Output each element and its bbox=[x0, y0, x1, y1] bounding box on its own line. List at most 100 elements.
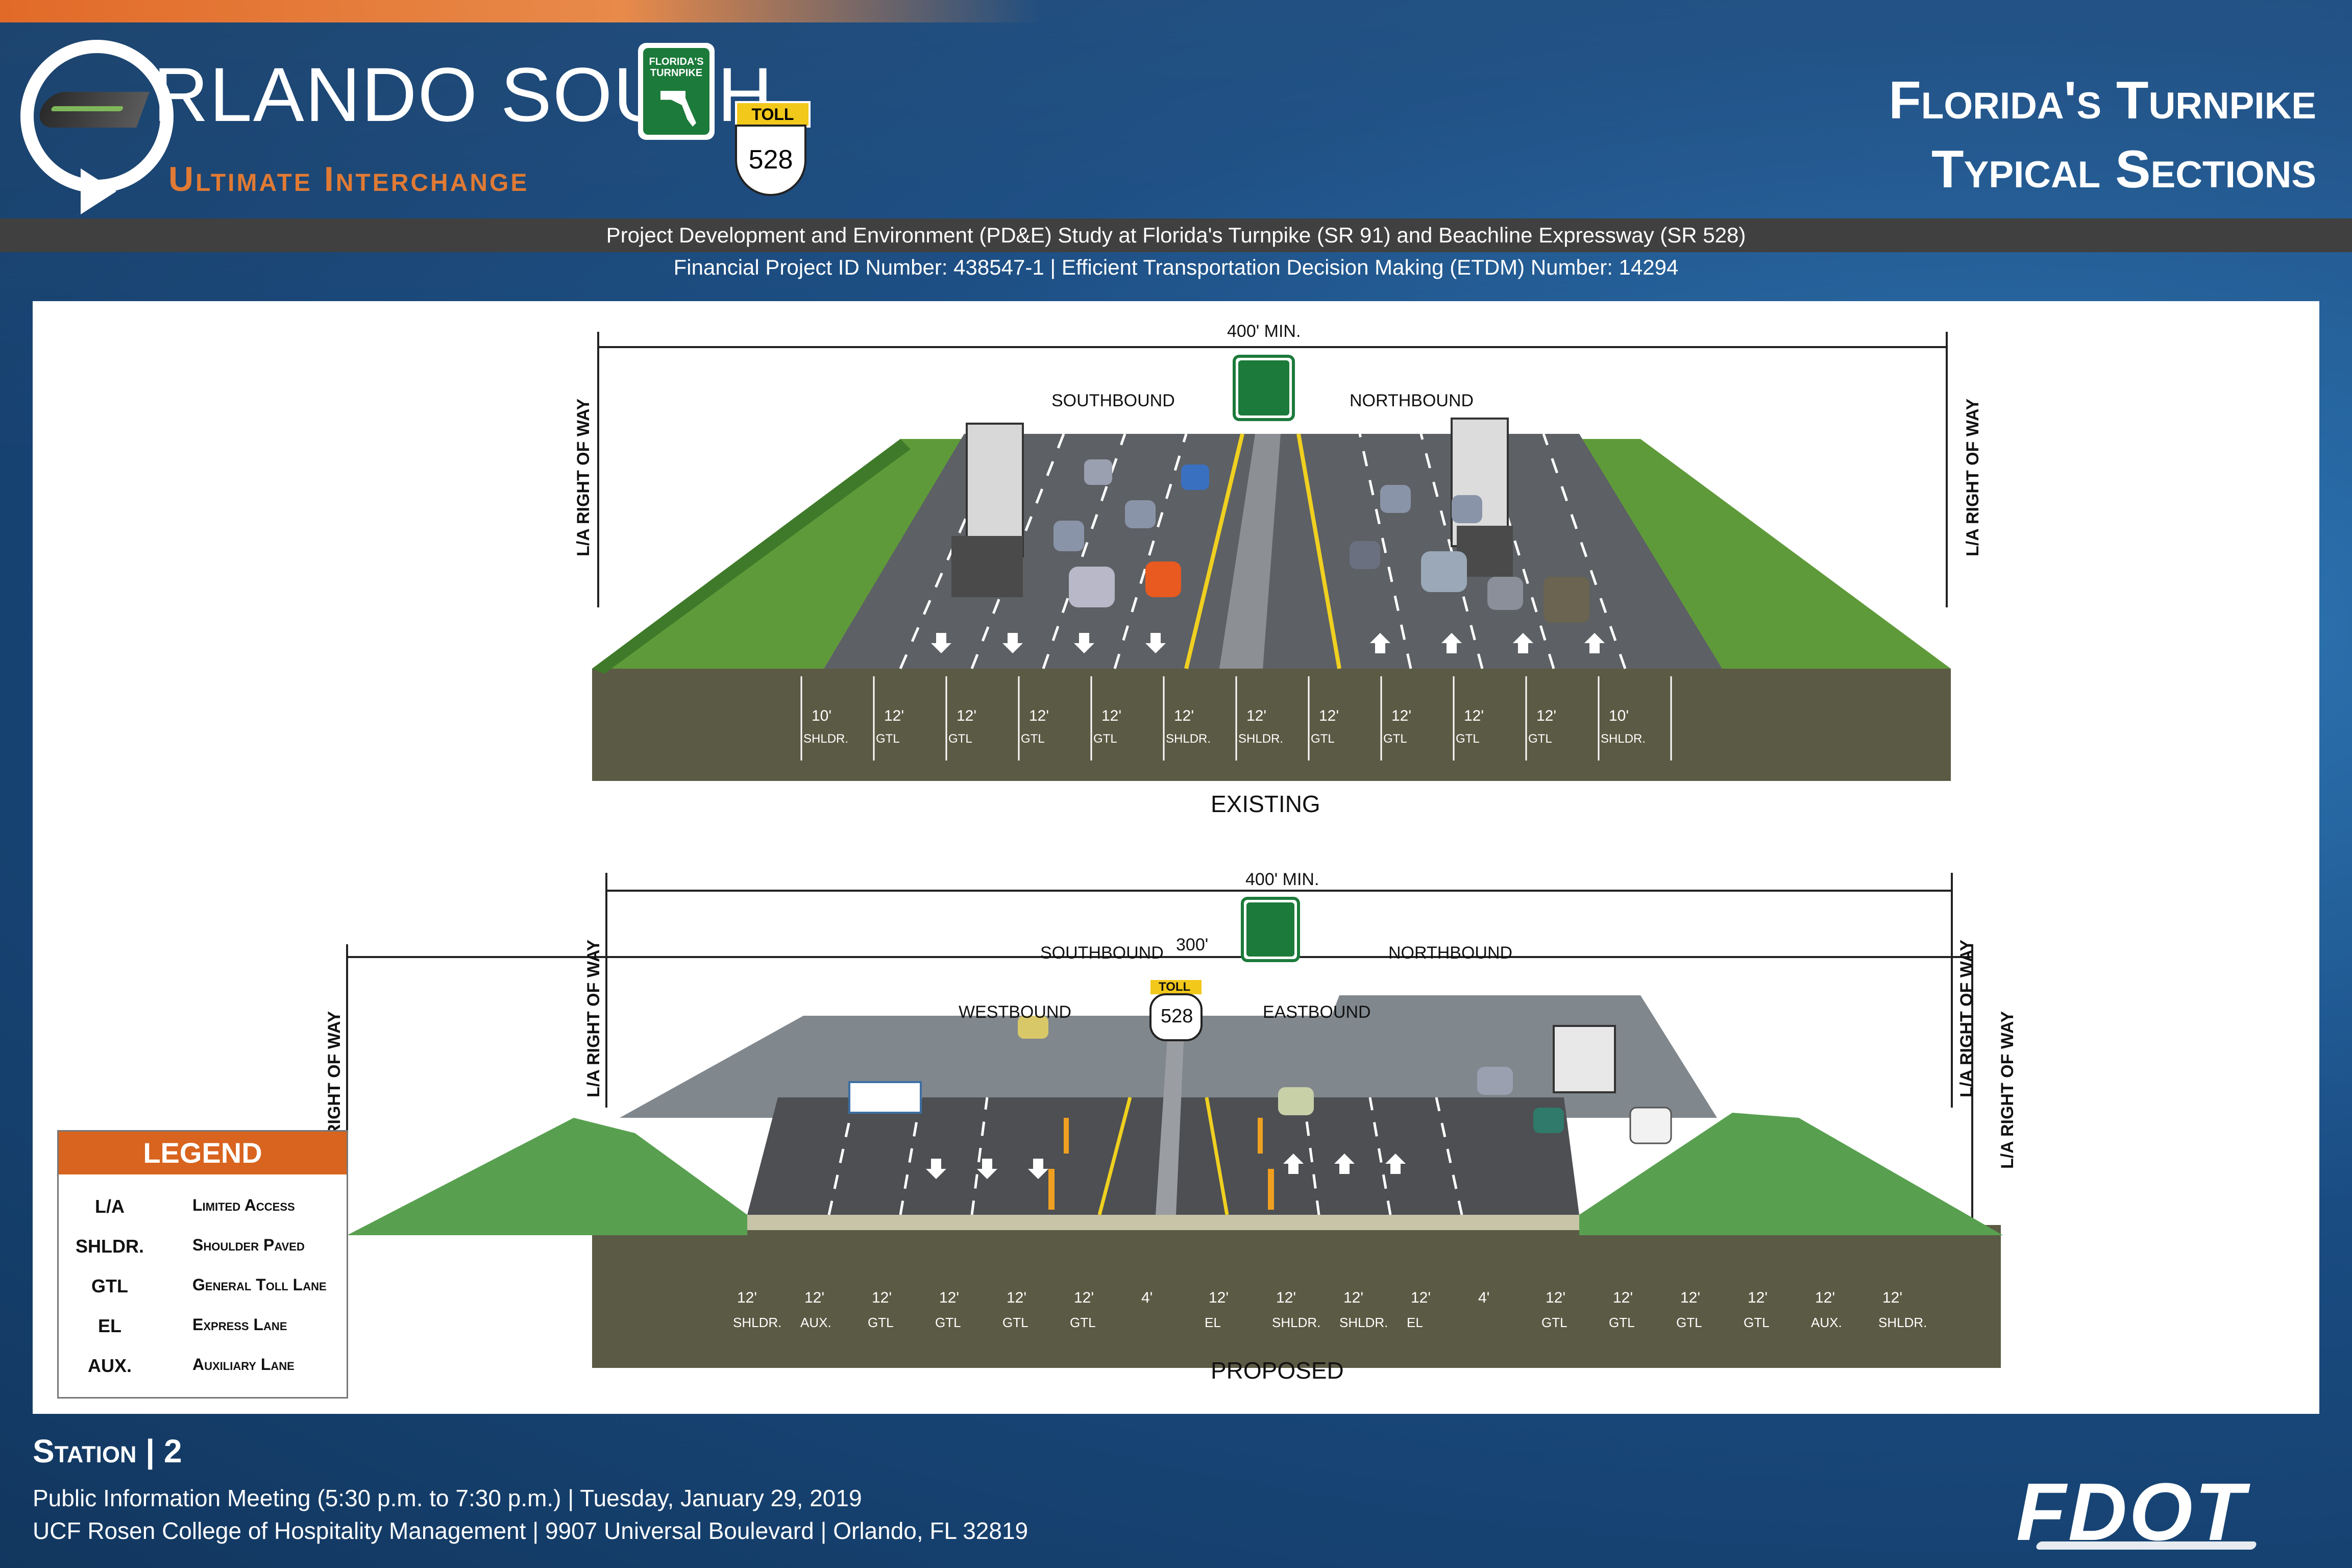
existing-lane-type: SHLDR. bbox=[1166, 732, 1211, 746]
legend-abbr: GTL bbox=[91, 1276, 128, 1296]
station-number: 2 bbox=[163, 1433, 182, 1469]
existing-lane-type: GTL bbox=[876, 732, 900, 746]
existing-lane-width: 12' bbox=[1246, 707, 1267, 724]
typical-sections-drawing bbox=[346, 332, 2003, 1368]
fdot-swoosh-icon bbox=[2035, 1541, 2258, 1550]
existing-row-right: L/A RIGHT OF WAY bbox=[1963, 398, 1982, 556]
route-528-shield-icon: 528 bbox=[735, 125, 806, 196]
logo-subtitle: Ultimate Interchange bbox=[168, 160, 529, 199]
proposed-lane-width: 12' bbox=[1815, 1289, 1835, 1306]
proposed-section bbox=[346, 873, 2003, 1368]
legend-title: LEGEND bbox=[59, 1132, 347, 1174]
page-title-line1: Florida's Turnpike bbox=[1889, 71, 2316, 130]
existing-lane-width: 12' bbox=[1319, 707, 1339, 724]
legend-desc: General Toll Lane bbox=[192, 1276, 327, 1294]
existing-lane-width: 12' bbox=[1101, 707, 1122, 724]
existing-caption: EXISTING bbox=[1211, 791, 1320, 817]
top-accent-stripe bbox=[0, 0, 1041, 22]
station-word: Station bbox=[33, 1433, 137, 1469]
proposed-lane-width: 12' bbox=[1209, 1289, 1229, 1306]
existing-lane-type: GTL bbox=[1093, 732, 1117, 746]
proposed-lane-width: 12' bbox=[1748, 1289, 1768, 1306]
proposed-lane-type: GTL bbox=[935, 1315, 961, 1330]
proposed-lane-type: GTL bbox=[1070, 1315, 1096, 1330]
legend-desc: Shoulder Paved bbox=[192, 1236, 305, 1254]
proposed-lane-type: SHLDR. bbox=[1339, 1315, 1388, 1330]
existing-lane-type: GTL bbox=[1456, 732, 1480, 746]
proposed-lane-width: 12' bbox=[1680, 1289, 1701, 1306]
existing-lane-width: 10' bbox=[812, 707, 832, 724]
proposed-toll-tag: TOLL bbox=[1159, 980, 1191, 994]
proposed-lane-width: 12' bbox=[1007, 1289, 1027, 1306]
proposed-lane-type: AUX. bbox=[800, 1315, 831, 1330]
legend-item: SHLDR. Shoulder Paved bbox=[59, 1236, 347, 1271]
proposed-lane-width: 12' bbox=[872, 1289, 892, 1306]
toll-tag: TOLL bbox=[735, 101, 811, 128]
existing-lane-type: GTL bbox=[1528, 732, 1552, 746]
proposed-lane-type: SHLDR. bbox=[1878, 1315, 1927, 1330]
proposed-northbound-label: NORTHBOUND bbox=[1388, 943, 1513, 963]
existing-section bbox=[592, 332, 1951, 781]
proposed-lane-type: GTL bbox=[1676, 1315, 1702, 1330]
legend-desc: Express Lane bbox=[192, 1315, 287, 1334]
proposed-lane-type: GTL bbox=[1541, 1315, 1567, 1330]
proposed-row-inner-left: L/A RIGHT OF WAY bbox=[584, 939, 603, 1097]
existing-lane-width: 12' bbox=[1536, 707, 1557, 724]
proposed-eastbound-label: EASTBOUND bbox=[1263, 1002, 1371, 1022]
proposed-lane-type: EL bbox=[1205, 1315, 1221, 1330]
page-title-line2: Typical Sections bbox=[1931, 140, 2316, 200]
existing-lane-type: SHLDR. bbox=[803, 732, 849, 746]
proposed-row-inner-right: L/A RIGHT OF WAY bbox=[1957, 939, 1976, 1097]
existing-lane-type: GTL bbox=[948, 732, 972, 746]
existing-lane-type: GTL bbox=[1311, 732, 1335, 746]
proposed-lane-type: SHLDR. bbox=[1272, 1315, 1321, 1330]
proposed-lane-width: 12' bbox=[1074, 1289, 1094, 1306]
proposed-lane-width: 12' bbox=[1411, 1289, 1431, 1306]
proposed-lane-width: 12' bbox=[1276, 1289, 1296, 1306]
legend-abbr: L/A bbox=[95, 1196, 125, 1217]
proposed-southbound-label: SOUTHBOUND bbox=[1040, 943, 1164, 963]
legend-abbr: AUX. bbox=[87, 1355, 132, 1376]
existing-lane-width: 12' bbox=[957, 707, 977, 724]
project-id-line: Financial Project ID Number: 438547-1 | … bbox=[673, 255, 1679, 279]
existing-lane-width: 12' bbox=[884, 707, 904, 724]
existing-dimension: 400' MIN. bbox=[1227, 322, 1301, 341]
legend-item: AUX. Auxiliary Lane bbox=[59, 1355, 347, 1391]
station-label: Station | 2 bbox=[33, 1432, 182, 1470]
meeting-location: UCF Rosen College of Hospitality Managem… bbox=[33, 1517, 1028, 1544]
existing-lane-width: 12' bbox=[1029, 707, 1049, 724]
typical-sections-panel: 400' MIN. SOUTHBOUND NORTHBOUND L/A RIGH… bbox=[33, 301, 2319, 1414]
proposed-lane-width: 4' bbox=[1141, 1289, 1153, 1306]
existing-lane-type: SHLDR. bbox=[1601, 732, 1646, 746]
proposed-caption: PROPOSED bbox=[1211, 1357, 1344, 1384]
proposed-lane-type: GTL bbox=[868, 1315, 894, 1330]
proposed-lane-type: GTL bbox=[1609, 1315, 1635, 1330]
study-title-bar: Project Development and Environment (PD&… bbox=[0, 218, 2352, 252]
proposed-lane-width: 12' bbox=[1546, 1289, 1566, 1306]
proposed-lane-type: AUX. bbox=[1811, 1315, 1842, 1330]
proposed-row-outer-right: L/A RIGHT OF WAY bbox=[1998, 1011, 2017, 1169]
existing-row-left: L/A RIGHT OF WAY bbox=[574, 398, 593, 556]
legend-abbr: EL bbox=[97, 1315, 121, 1336]
proposed-lane-width: 12' bbox=[737, 1289, 757, 1306]
legend-item: GTL General Toll Lane bbox=[59, 1276, 347, 1311]
proposed-median-dimension: 300' bbox=[1176, 935, 1209, 954]
proposed-lane-width: 12' bbox=[1613, 1289, 1633, 1306]
existing-lane-type: SHLDR. bbox=[1238, 732, 1284, 746]
existing-lane-width: 12' bbox=[1174, 707, 1194, 724]
proposed-route-528-shield-icon: 528 bbox=[1161, 1006, 1193, 1027]
legend-abbr: SHLDR. bbox=[76, 1236, 144, 1257]
logo-road-icon bbox=[34, 92, 150, 128]
proposed-lane-width: 12' bbox=[939, 1289, 960, 1306]
logo-arrow-icon bbox=[81, 168, 116, 214]
meeting-info: Public Information Meeting (5:30 p.m. to… bbox=[33, 1485, 862, 1511]
proposed-lane-width: 4' bbox=[1478, 1289, 1490, 1306]
legend-desc: Auxiliary Lane bbox=[192, 1355, 295, 1374]
station-separator: | bbox=[145, 1433, 164, 1469]
existing-lane-type: GTL bbox=[1021, 732, 1045, 746]
page-title: Florida's Turnpike Typical Sections bbox=[1889, 66, 2316, 204]
existing-lane-width: 10' bbox=[1609, 707, 1629, 724]
proposed-lane-type: GTL bbox=[1002, 1315, 1028, 1330]
